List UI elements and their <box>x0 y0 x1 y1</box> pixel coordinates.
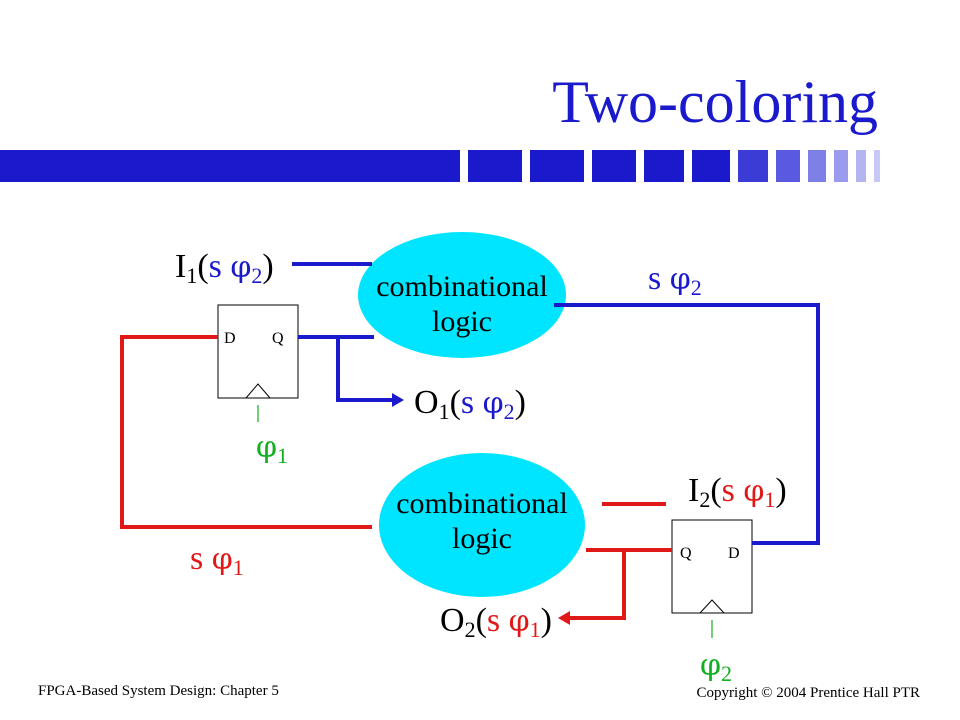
bar-segment <box>468 150 522 182</box>
clk2-phi: φ <box>700 648 722 683</box>
bar-segment <box>530 150 584 182</box>
i1-phi: φ <box>230 250 252 285</box>
i1-main: I <box>175 248 187 285</box>
bar-segment <box>834 150 848 182</box>
i2-phisub: 1 <box>764 487 776 512</box>
s-phi1-phi: φ <box>211 542 233 577</box>
i1-sub: 1 <box>186 263 198 288</box>
bottom-logic-line2: logic <box>452 521 512 555</box>
o1-arrowhead <box>392 393 404 407</box>
o2-arrowhead <box>558 611 570 625</box>
o2-phi: φ <box>508 604 530 639</box>
o2-open: ( <box>475 602 487 639</box>
flip-flop-1-clock-triangle <box>245 383 271 399</box>
label-s-phi1: s φ1 <box>190 540 244 579</box>
o1-main: O <box>414 384 439 421</box>
clk2-sub: 2 <box>721 661 733 686</box>
o2-output-wire <box>570 550 626 620</box>
ff2-d-pin: D <box>728 545 740 562</box>
clk1-phi: φ <box>256 430 278 465</box>
o1-sub: 1 <box>438 399 450 424</box>
ff1-q-pin: Q <box>272 330 284 347</box>
o1-s: s <box>460 384 475 421</box>
label-s-phi2: s φ2 <box>648 260 702 299</box>
o1-phi: φ <box>482 386 504 421</box>
o1-phisub: 2 <box>503 399 515 424</box>
label-o1: O1(s φ2) <box>414 384 526 423</box>
label-i2: I2(s φ1) <box>688 472 787 511</box>
s-phi2-sub: 2 <box>690 275 702 300</box>
bar-segment <box>592 150 636 182</box>
top-logic-label: combinational logic <box>362 270 562 339</box>
ff1-d-pin: D <box>224 330 236 347</box>
top-logic-line2: logic <box>432 304 492 338</box>
o1-output-wire <box>336 337 392 402</box>
o1-close: ) <box>514 384 526 421</box>
s-phi2-wire <box>554 303 820 545</box>
bar-segment <box>692 150 730 182</box>
o2-phisub: 1 <box>529 617 541 642</box>
o2-main: O <box>440 602 465 639</box>
label-i1: I1(s φ2) <box>175 248 274 287</box>
title-decoration-bar <box>0 150 880 182</box>
i1-open: ( <box>197 248 209 285</box>
o1-open: ( <box>449 384 461 421</box>
bar-segment <box>808 150 826 182</box>
slide-title: Two-coloring <box>552 69 878 135</box>
bottom-logic-label: combinational logic <box>382 487 582 556</box>
label-clock-phi2: φ2 <box>700 648 732 685</box>
i2-s: s <box>721 472 735 509</box>
s-phi2-phi: φ <box>669 262 691 297</box>
flip-flop-2-clock-triangle <box>699 599 725 614</box>
bottom-combinational-logic-blob <box>379 453 585 597</box>
i2-main: I <box>688 472 700 509</box>
bar-segment <box>776 150 800 182</box>
label-clock-phi1: φ1 <box>256 430 288 467</box>
i1-phisub: 2 <box>251 263 263 288</box>
flip-flop-1 <box>217 304 299 399</box>
bar-segment <box>856 150 866 182</box>
i2-open: ( <box>710 472 722 509</box>
s-phi2-s: s <box>648 260 662 297</box>
bar-segment <box>874 150 880 182</box>
bottom-logic-line1: combinational <box>396 487 568 520</box>
s-phi1-sub: 1 <box>232 555 244 580</box>
footer-right: Copyright © 2004 Prentice Hall PTR <box>696 685 920 701</box>
top-logic-line1: combinational <box>376 270 548 303</box>
s-phi1-s: s <box>190 540 204 577</box>
i1-s: s <box>208 248 222 285</box>
flip-flop-2 <box>671 519 753 614</box>
bar-segment <box>0 150 460 182</box>
i2-sub: 2 <box>699 487 711 512</box>
top-combinational-logic-blob <box>358 232 566 358</box>
footer-left: FPGA-Based System Design: Chapter 5 <box>38 683 279 699</box>
bar-segment <box>644 150 684 182</box>
label-o2: O2(s φ1) <box>440 602 552 641</box>
s-phi1-wire <box>120 335 372 529</box>
clk1-sub: 1 <box>277 443 289 468</box>
i2-phi: φ <box>743 474 765 509</box>
o2-close: ) <box>540 602 552 639</box>
o2-sub: 2 <box>464 617 476 642</box>
i2-close: ) <box>775 472 787 509</box>
bar-segment <box>738 150 768 182</box>
o2-s: s <box>486 602 501 639</box>
ff2-q-pin: Q <box>680 545 692 562</box>
i1-close: ) <box>262 248 274 285</box>
